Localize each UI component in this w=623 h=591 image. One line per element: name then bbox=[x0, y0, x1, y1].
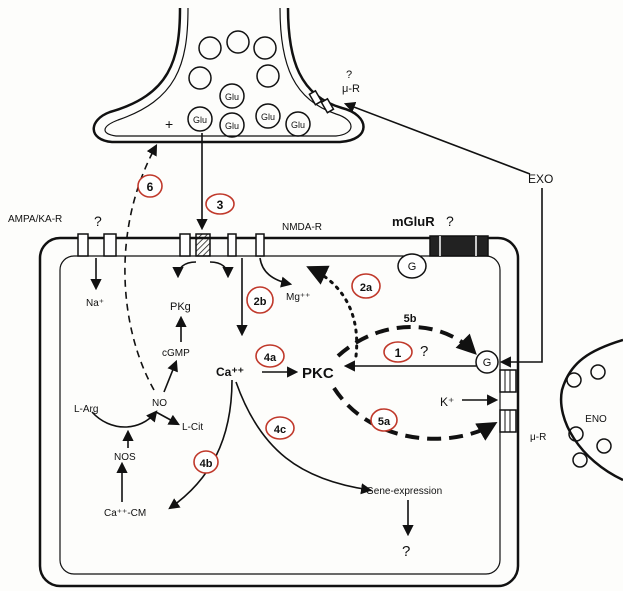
right-membrane-channels: G bbox=[476, 351, 516, 432]
arrow-ca-to-gene bbox=[236, 382, 370, 490]
badge-5b-label: 5b bbox=[404, 313, 417, 325]
pkc-question: ? bbox=[420, 343, 428, 360]
arrow-exo-to-presynaptic bbox=[346, 104, 530, 174]
receptor-channel bbox=[180, 234, 190, 256]
badge-5a-label: 5a bbox=[378, 416, 391, 428]
vesicle bbox=[257, 65, 279, 87]
vesicle-glu-label: Glu bbox=[225, 121, 239, 131]
badge-1-label: 1 bbox=[395, 346, 402, 360]
arrow-to-lcit bbox=[156, 412, 178, 424]
eno-vesicle bbox=[597, 439, 611, 453]
ampa-question: ? bbox=[94, 213, 102, 229]
badge-3-label: 3 bbox=[217, 198, 224, 212]
presynaptic-receptor-question: ? bbox=[346, 69, 352, 81]
cacm-label: Ca⁺⁺-CM bbox=[104, 508, 146, 519]
ampa-receptor bbox=[78, 234, 88, 256]
arrow-pkc-to-mglur-dotted bbox=[310, 268, 357, 356]
badge-2a-label: 2a bbox=[360, 282, 373, 294]
arrow-no-to-cgmp bbox=[164, 362, 176, 392]
arrow-larg-to-no bbox=[92, 412, 156, 427]
badge-2b-label: 2b bbox=[254, 296, 267, 308]
no-label: NO bbox=[152, 398, 167, 409]
vesicle bbox=[254, 37, 276, 59]
gene-question: ? bbox=[402, 543, 410, 560]
receptor-channel bbox=[104, 234, 116, 256]
k-label: K⁺ bbox=[440, 395, 454, 409]
vesicle-glu-label: Glu bbox=[291, 120, 305, 130]
na-label: Na⁺ bbox=[86, 298, 104, 309]
nmda-label: NMDA-R bbox=[282, 222, 322, 233]
badge-6-label: 6 bbox=[147, 180, 154, 194]
mglur-label: mGluR bbox=[392, 214, 435, 229]
arrow-to-pkg-left bbox=[178, 262, 196, 276]
pathway-badges: 6 3 2a 2b 5b 1 4a 5a 4c 4b bbox=[138, 175, 417, 473]
hatched-channel bbox=[196, 234, 210, 256]
eno-vesicle bbox=[567, 373, 581, 387]
eno-vesicle bbox=[591, 365, 605, 379]
plus-sign: + bbox=[165, 116, 173, 132]
arrows bbox=[92, 104, 542, 534]
receptor-channel bbox=[228, 234, 236, 256]
ampa-label: AMPA/KA-R bbox=[8, 214, 62, 225]
arrow-ca-to-cacm bbox=[170, 380, 232, 508]
eno-terminal: ENO bbox=[561, 340, 623, 480]
vesicle-glu-label: Glu bbox=[261, 112, 275, 122]
badge-4c-label: 4c bbox=[274, 424, 286, 436]
vesicle-glu-label: Glu bbox=[193, 115, 207, 125]
larg-label: L-Arg bbox=[74, 404, 98, 415]
arrow-pkc-to-kchannel-dashed bbox=[334, 388, 494, 439]
k-channel-upper bbox=[500, 370, 516, 392]
presynaptic-receptor-label: μ-R bbox=[342, 83, 360, 95]
exo-label: EXO bbox=[528, 172, 553, 186]
badge-4b-label: 4b bbox=[200, 458, 213, 470]
postsynaptic-cell bbox=[40, 238, 518, 586]
vesicle-glu-label: Glu bbox=[225, 92, 239, 102]
nmda-receptor bbox=[256, 234, 264, 256]
eno-label: ENO bbox=[585, 414, 607, 425]
mu-r-right-label: μ-R bbox=[530, 432, 546, 443]
cgmp-label: cGMP bbox=[162, 348, 190, 359]
arrow-to-pkg-right bbox=[210, 262, 228, 276]
arrow-mg-efflux bbox=[260, 258, 290, 284]
g-protein-right-label: G bbox=[483, 357, 492, 369]
vesicle bbox=[199, 37, 221, 59]
g-protein-label: G bbox=[408, 261, 417, 273]
mglur-question: ? bbox=[446, 213, 454, 229]
k-channel-lower bbox=[500, 410, 516, 432]
lcit-label: L-Cit bbox=[182, 422, 203, 433]
nos-label: NOS bbox=[114, 452, 136, 463]
vesicle bbox=[227, 31, 249, 53]
pkc-label: PKC bbox=[302, 365, 334, 382]
pkg-label: PKg bbox=[170, 301, 191, 313]
vesicle bbox=[189, 67, 211, 89]
badge-4a-label: 4a bbox=[264, 352, 277, 364]
gene-expression-label: Gene-expression bbox=[366, 486, 442, 497]
ca-label: Ca⁺⁺ bbox=[216, 365, 244, 379]
eno-vesicle bbox=[573, 453, 587, 467]
arrow-exo-to-g bbox=[502, 188, 542, 362]
mg-label: Mg⁺⁺ bbox=[286, 292, 310, 303]
mglur-receptor bbox=[430, 236, 488, 256]
